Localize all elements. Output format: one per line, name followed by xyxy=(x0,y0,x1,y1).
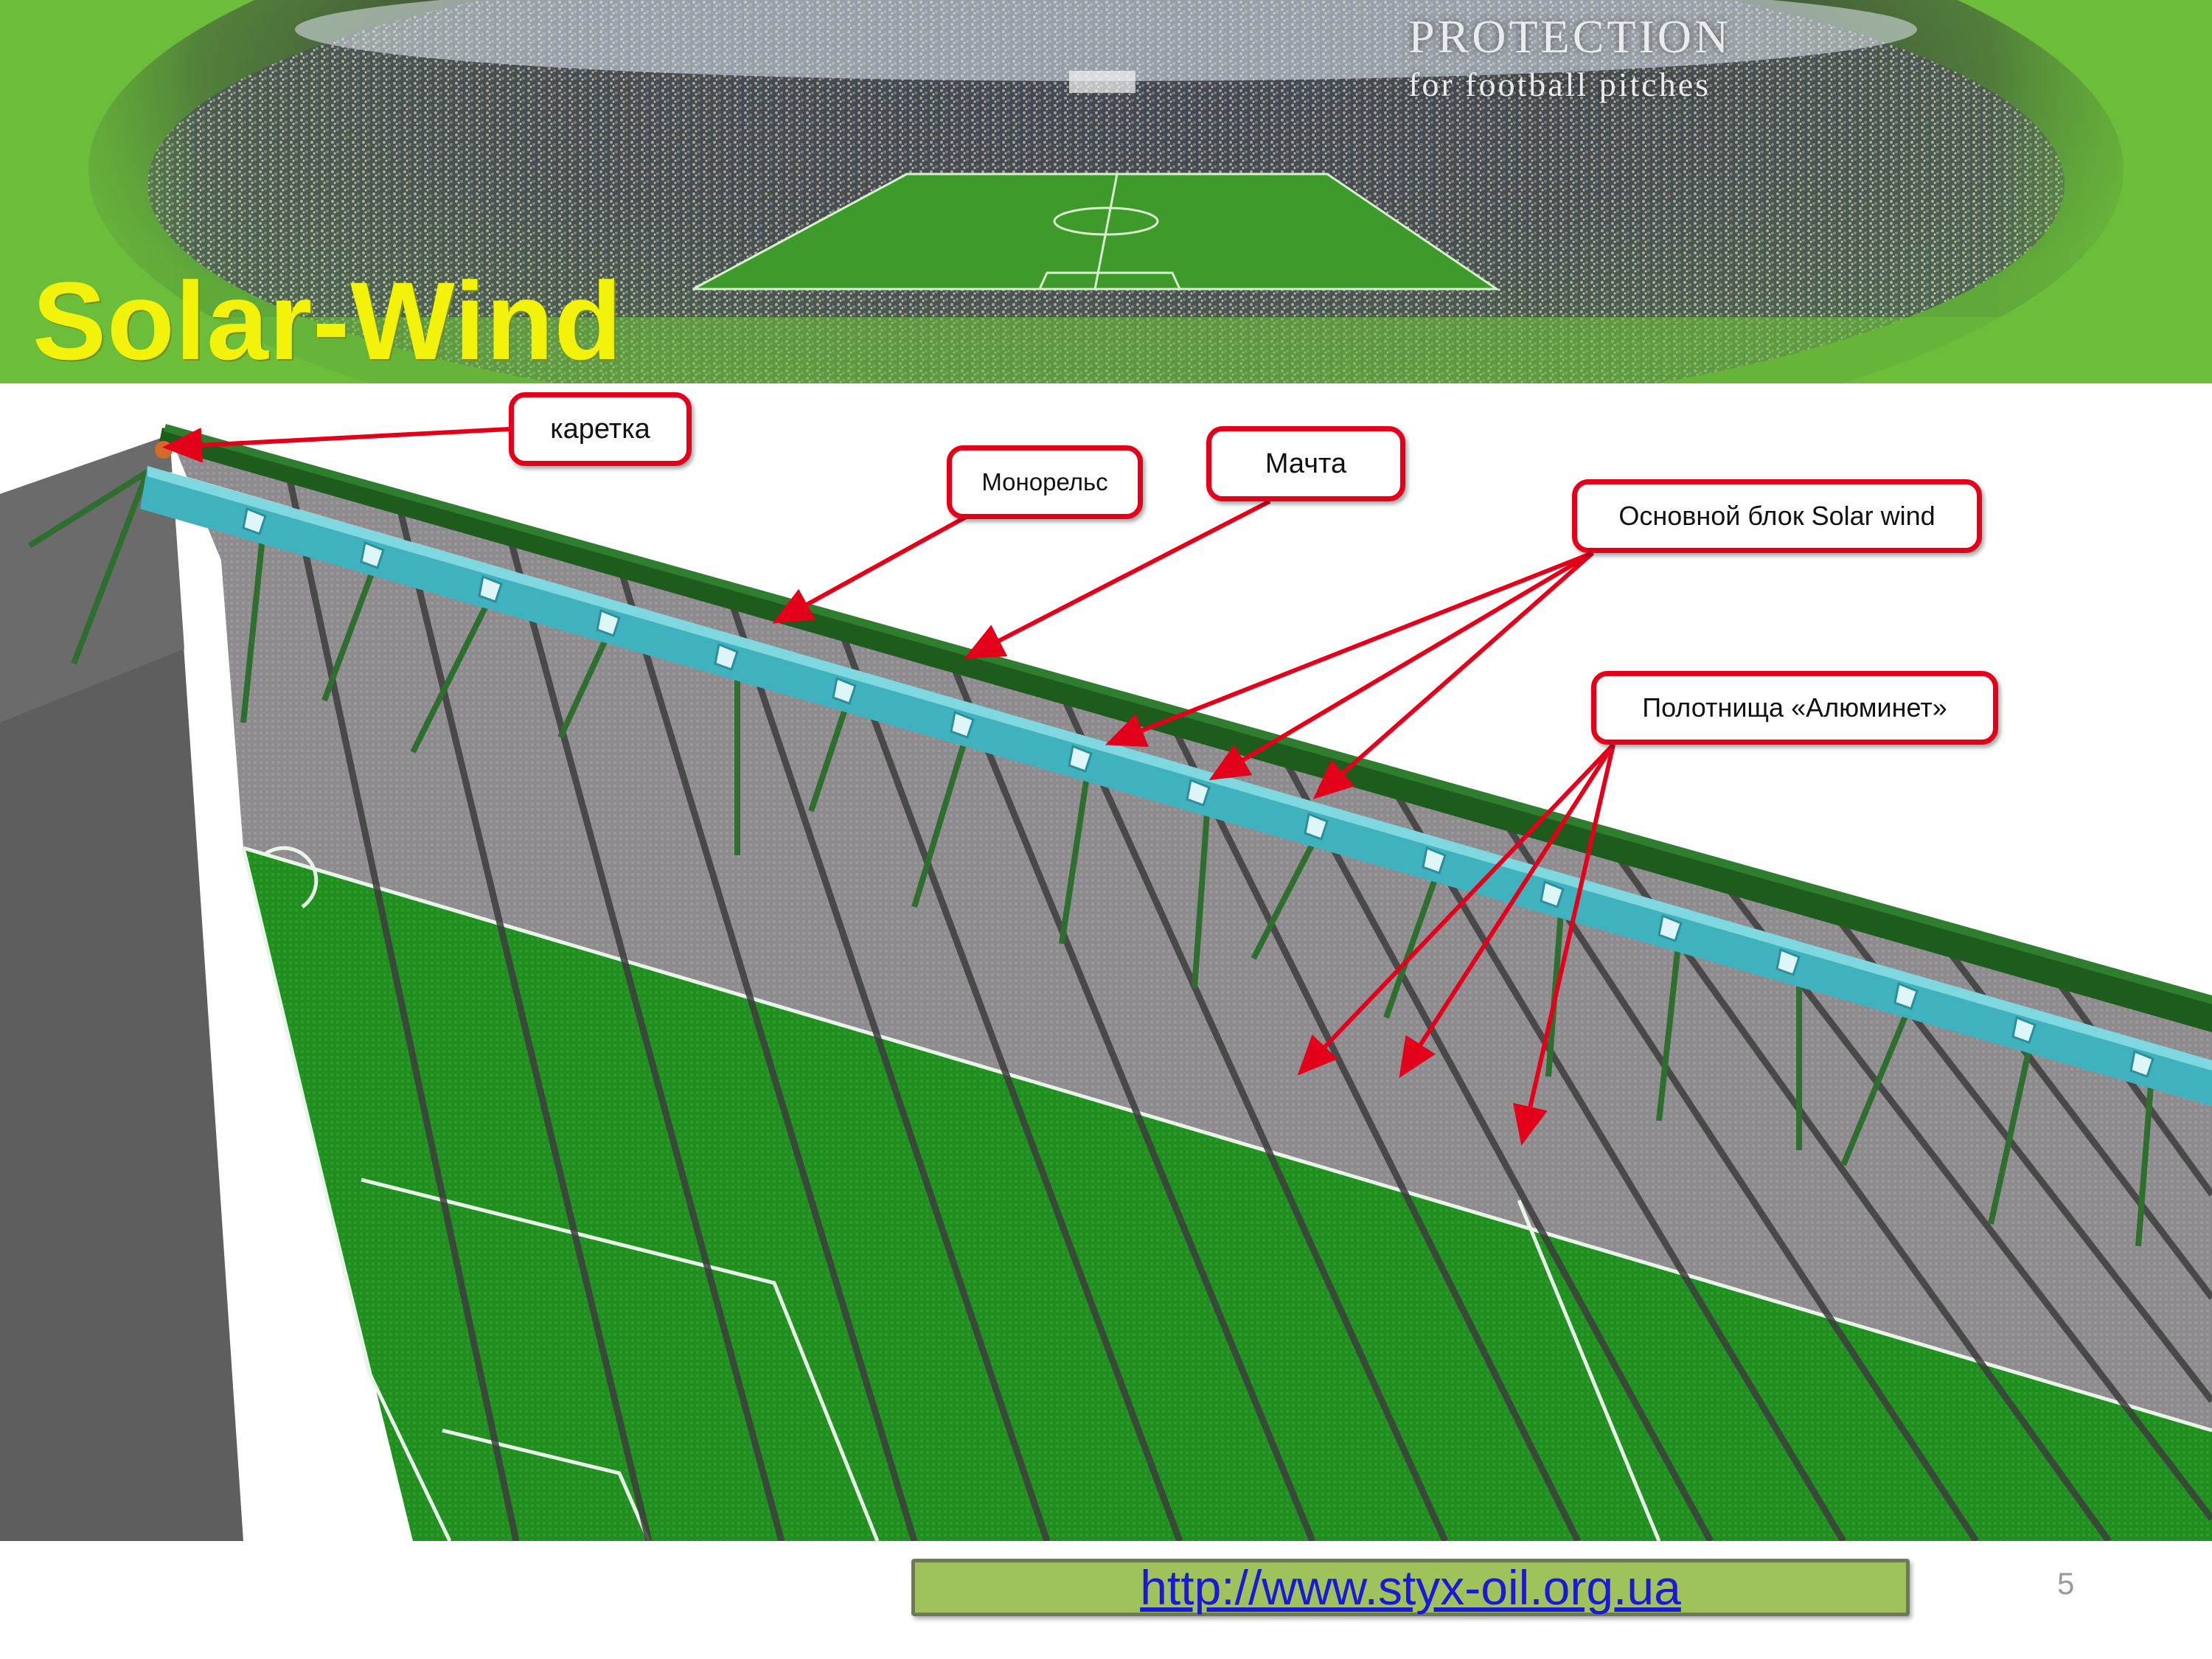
pitch-cover-diagram xyxy=(0,424,2212,1541)
label-mast-text: Мачта xyxy=(1265,448,1347,479)
brand-line-2: for football pitches xyxy=(1408,66,1711,103)
label-panels-text: Полотнища «Алюминет» xyxy=(1642,692,1947,723)
label-panels: Полотнища «Алюминет» xyxy=(1591,671,1998,745)
label-carriage: каретка xyxy=(509,392,692,466)
label-main-block: Основной блок Solar wind xyxy=(1572,479,1982,553)
monorail xyxy=(159,428,2212,1032)
brand-line-1: PROTECTION xyxy=(1408,10,1732,63)
solar-wind-modules xyxy=(140,466,2212,1106)
cover-plane xyxy=(170,435,2212,1430)
label-mast: Мачта xyxy=(1206,426,1405,501)
url-box: http://www.styx-oil.org.ua xyxy=(911,1559,1910,1616)
label-monorail: Монорельс xyxy=(947,445,1143,519)
label-carriage-text: каретка xyxy=(550,413,650,445)
pitch-markings xyxy=(241,846,2212,1541)
carriage xyxy=(155,441,173,459)
panel-seams xyxy=(284,468,2212,1541)
page-number: 5 xyxy=(2057,1566,2075,1601)
label-main-block-text: Основной блок Solar wind xyxy=(1618,501,1935,531)
header-banner: Solar-Wind PROTECTION for football pitch… xyxy=(0,0,2212,383)
stadium-banner-image xyxy=(0,0,2212,383)
website-link[interactable]: http://www.styx-oil.org.ua xyxy=(1140,1560,1681,1615)
side-wall xyxy=(0,435,243,1541)
callout-arrows xyxy=(162,427,1615,1146)
label-monorail-text: Монорельс xyxy=(981,468,1108,495)
slide-title: Solar-Wind xyxy=(32,259,623,383)
